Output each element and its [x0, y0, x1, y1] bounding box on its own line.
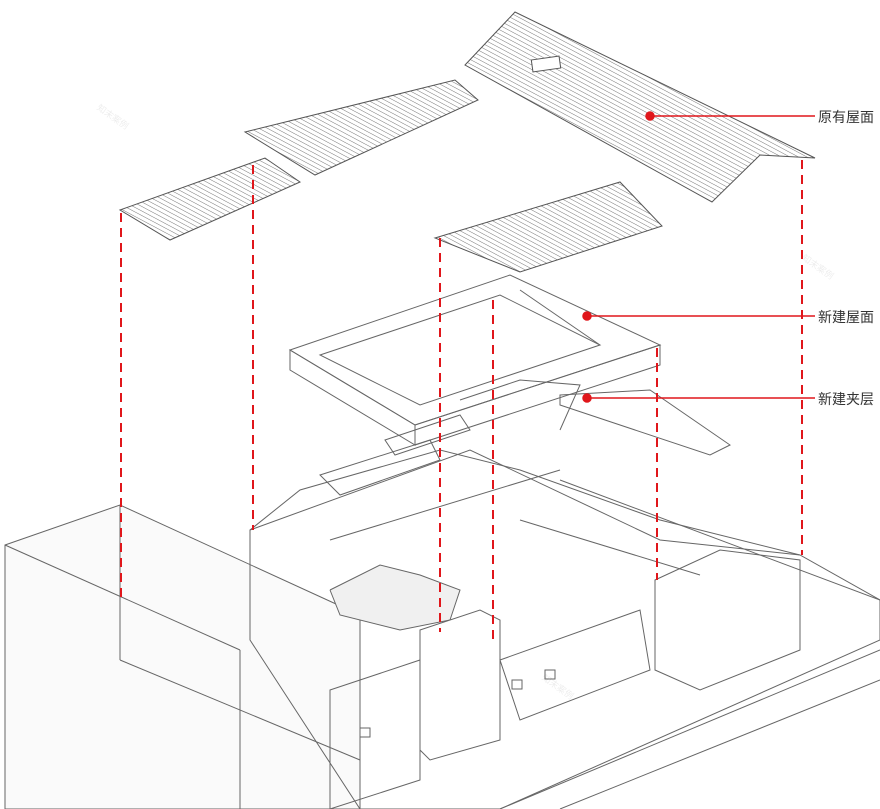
new-mezzanine-layer	[319, 379, 731, 496]
projection-lines	[120, 160, 803, 640]
roof-original-main	[464, 11, 816, 203]
courtyard-buildings	[4, 449, 880, 809]
label-new-mezzanine: 新建夹层	[818, 392, 874, 408]
roof-center	[433, 181, 663, 273]
roof-west-large	[243, 79, 479, 176]
label-new-roof: 新建屋面	[818, 310, 874, 326]
label-original-roof: 原有屋面	[818, 110, 874, 126]
roof-west-small	[118, 157, 302, 241]
